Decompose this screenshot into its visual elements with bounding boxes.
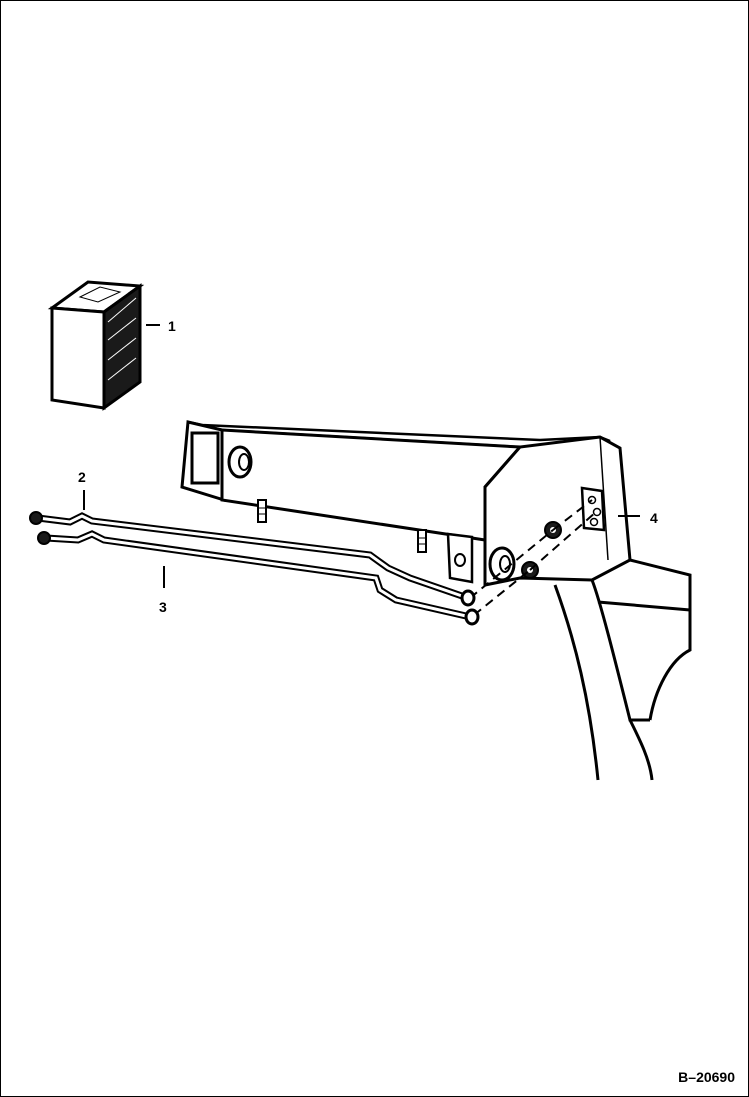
part-2-upper-tube [29,511,476,607]
callout-2: 2 [78,469,86,485]
part-4-fitting-plate [580,486,606,532]
arm-bracket-assembly [180,420,632,587]
figure-id: B–20690 [678,1069,735,1085]
loader-frame-fender [553,558,692,781]
callout-3: 3 [159,599,167,615]
part-3-lower-tube [37,530,480,626]
assembly-dashed-lines [469,499,597,616]
callout-4: 4 [650,510,658,526]
callout-1: 1 [168,318,176,334]
part-1-filter-block [47,280,145,411]
